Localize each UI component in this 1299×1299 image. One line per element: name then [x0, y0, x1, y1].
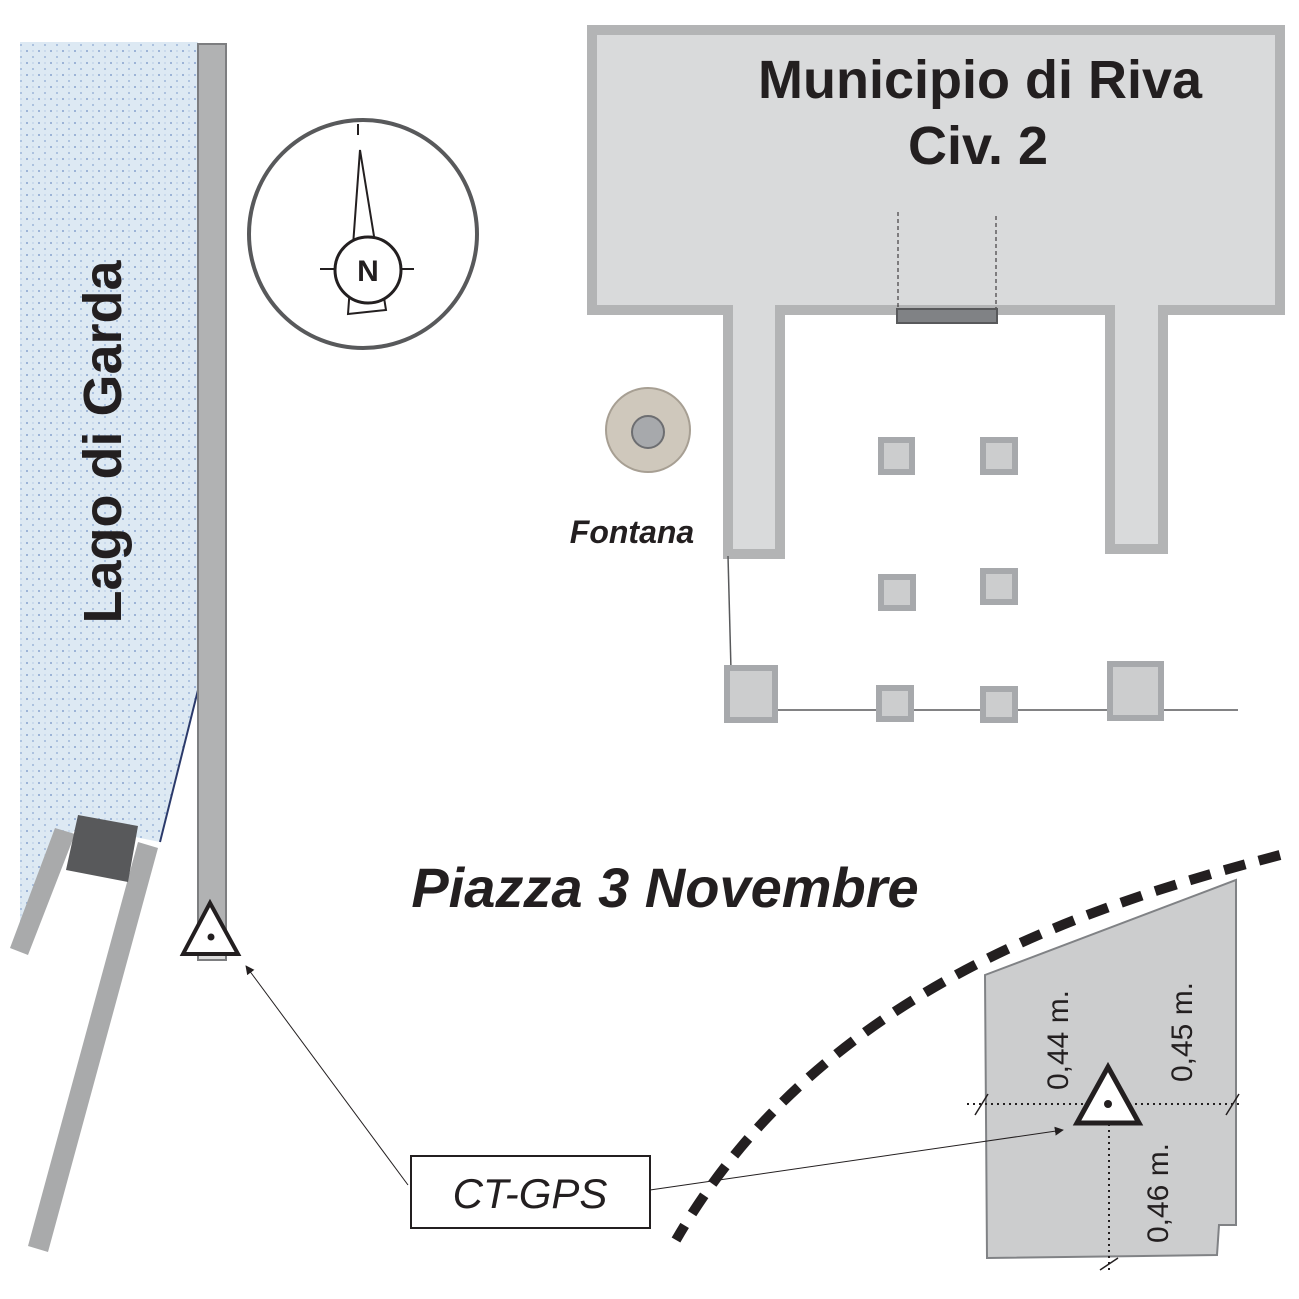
building-number: Civ. 2 — [908, 116, 1048, 176]
measure-top-right: 0,45 m. — [1166, 982, 1199, 1082]
municipio-building — [587, 25, 1285, 559]
measure-top-left: 0,44 m. — [1042, 990, 1075, 1090]
measure-bottom: 0,46 m. — [1142, 1143, 1175, 1243]
leader-line-left — [245, 965, 409, 1186]
portico-pillars — [724, 437, 1164, 723]
lake-area — [20, 42, 199, 930]
lake-name: Lago di Garda — [73, 260, 133, 624]
compass-rose: N — [247, 118, 479, 350]
building-name: Municipio di Riva — [758, 50, 1203, 110]
fountain-label: Fontana — [570, 514, 694, 550]
north-label: N — [357, 255, 379, 288]
gps-marker-left — [179, 898, 242, 956]
fountain — [605, 387, 691, 473]
square-name: Piazza 3 Novembre — [411, 856, 918, 919]
boundary-curve — [671, 850, 1282, 1243]
leader-line-detail — [649, 1126, 1064, 1191]
gps-label-box — [410, 1155, 651, 1229]
gps-label: CT-GPS — [453, 1170, 608, 1217]
building-entrance — [896, 308, 998, 324]
quay-wall — [197, 43, 227, 955]
pier — [10, 815, 158, 1252]
gps-marker-detail — [1072, 1061, 1144, 1126]
